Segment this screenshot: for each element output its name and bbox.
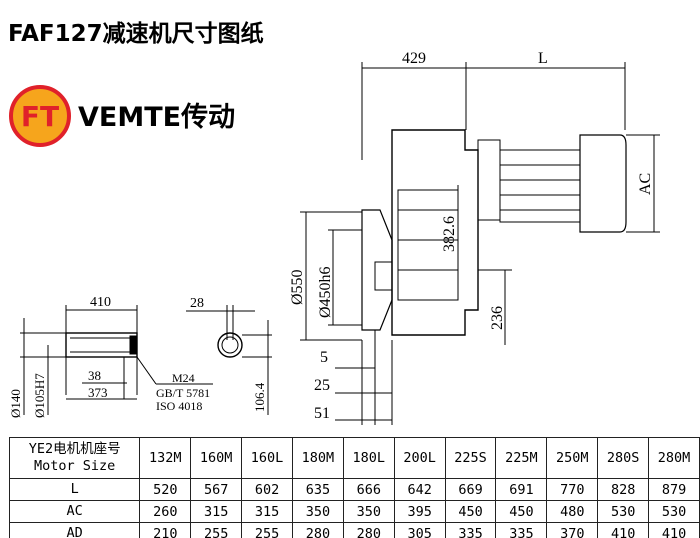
table-cell: 350 (342, 500, 395, 523)
table-cell: 567 (190, 478, 243, 501)
size-cell: 225S (444, 437, 497, 479)
table-cell: 370 (546, 522, 599, 538)
note-m24: M24 (172, 371, 195, 385)
table-cell: 828 (597, 478, 650, 501)
table-cell: 530 (597, 500, 650, 523)
dim-410: 410 (90, 295, 111, 310)
size-cell: 180L (342, 437, 395, 479)
table-cell: 602 (241, 478, 293, 501)
table-cell: 315 (241, 500, 293, 523)
table-cell: 315 (190, 500, 243, 523)
dim-38: 38 (88, 368, 101, 383)
row-label: L (8, 478, 141, 501)
dim-51: 51 (314, 405, 330, 422)
table-cell: 450 (444, 500, 497, 523)
table-cell: 879 (648, 478, 700, 501)
brand-logo: FT (9, 85, 71, 147)
size-cell: 280M (648, 437, 700, 479)
table-cell: 410 (597, 522, 650, 538)
dim-550: Ø550 (289, 269, 306, 305)
dim-l: L (538, 50, 548, 67)
table-cell: 770 (546, 478, 599, 501)
table-cell: 395 (393, 500, 446, 523)
table-cell: 635 (291, 478, 344, 501)
size-cell: 160L (241, 437, 293, 479)
dim-236: 236 (489, 306, 506, 330)
technical-drawing: 429 L AC Ø550 Ø450h6 382.6 236 5 25 51 4… (8, 50, 660, 425)
table-cell: 410 (648, 522, 700, 538)
row-label: AD (8, 522, 141, 538)
header-en: Motor Size (34, 458, 116, 474)
table-cell: 335 (444, 522, 497, 538)
dim-ac: AC (637, 173, 654, 195)
header-cn: YE2电机机座号 (28, 441, 121, 457)
size-cell: 250M (546, 437, 599, 479)
table-cell: 280 (291, 522, 344, 538)
note-iso: ISO 4018 (156, 399, 202, 413)
row-label: AC (8, 500, 141, 523)
brand-name: VEMTE传动 (78, 102, 236, 133)
table-cell: 255 (241, 522, 293, 538)
table-cell: 305 (393, 522, 446, 538)
size-cell: 200L (393, 437, 446, 479)
table-cell: 530 (648, 500, 700, 523)
dim-106-4: 106.4 (252, 382, 267, 412)
table-cell: 691 (495, 478, 548, 501)
size-cell: 160M (190, 437, 243, 479)
dim-140: Ø140 (8, 389, 23, 418)
dim-28: 28 (190, 296, 204, 311)
dim-450: Ø450h6 (317, 266, 334, 318)
svg-text:FT: FT (21, 100, 59, 133)
table-cell: 642 (393, 478, 446, 501)
dim-105: Ø105H7 (32, 373, 47, 418)
size-cell: 180M (291, 437, 344, 479)
size-cell: 132M (139, 437, 192, 479)
dim-429: 429 (402, 50, 426, 67)
table-cell: 520 (139, 478, 192, 501)
dim-25: 25 (314, 377, 330, 394)
dim-373: 373 (88, 385, 108, 400)
table-cell: 666 (342, 478, 395, 501)
table-cell: 280 (342, 522, 395, 538)
size-cell: 280S (597, 437, 650, 479)
table-cell: 669 (444, 478, 497, 501)
table-cell: 260 (139, 500, 192, 523)
dim-382-6: 382.6 (441, 216, 458, 252)
table-cell: 480 (546, 500, 599, 523)
table-cell: 210 (139, 522, 192, 538)
note-gbt: GB/T 5781 (156, 386, 210, 400)
table-cell: 335 (495, 522, 548, 538)
page-title: FAF127减速机尺寸图纸 (8, 21, 264, 47)
table-cell: 450 (495, 500, 548, 523)
size-cell: 225M (495, 437, 548, 479)
table-cell: 350 (291, 500, 344, 523)
table-cell: 255 (190, 522, 243, 538)
dim-5: 5 (320, 349, 328, 366)
